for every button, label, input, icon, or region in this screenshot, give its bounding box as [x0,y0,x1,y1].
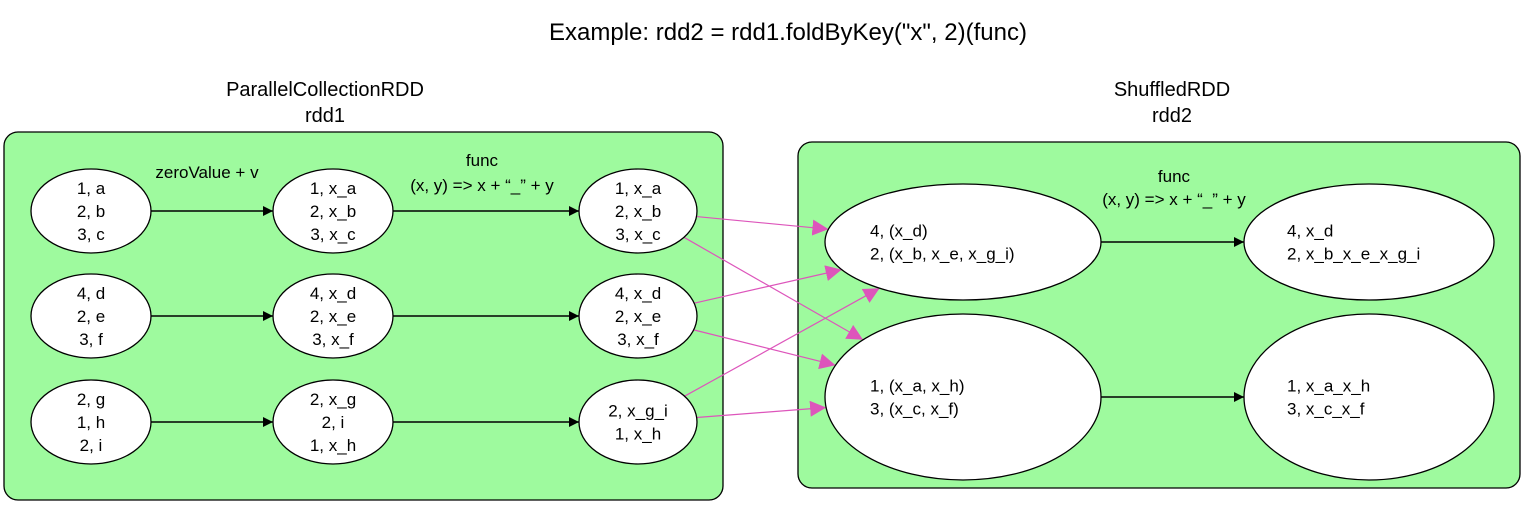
partition-node-result-p1: 1, x_a_x_h 3, x_c_x_f [1243,313,1495,481]
partition-line: 2, x_e [615,307,661,326]
partition-line: 2, x_b_x_e_x_g_i [1287,245,1420,264]
partition-line: 3, x_c [310,225,356,244]
rdd1-type-label: ParallelCollectionRDD [226,79,424,101]
partition-line: 4, x_d [310,284,356,303]
diagram-title: Example: rdd2 = rdd1.foldByKey("x", 2)(f… [549,19,1027,46]
partition-node-folded-p2: 2, x_g_i 1, x_h [578,379,698,465]
partition-line: 3, f [79,330,103,349]
shuffle-edge-folded-p0-to-shuffled-p0 [696,215,829,236]
partition-line: 3, x_c [615,225,661,244]
shuffle-edge-folded-p1-to-shuffled-p1 [693,329,836,370]
partition-ellipse [30,168,152,254]
partition-line: 2, i [80,436,103,455]
partition-line: 2, x_b [615,202,661,221]
partition-line: 2, x_g [310,390,356,409]
partition-line: 1, x_h [310,436,356,455]
partition-ellipse [578,273,698,359]
shuffle-edge-folded-p2-to-shuffled-p0 [684,287,880,397]
fold-edge-label-lambda: (x, y) => x + “_” + y [410,176,554,195]
shuffle-edge-folded-p2-to-shuffled-p1 [696,400,827,419]
partition-line: 4, d [77,284,105,303]
partition-line: 2, i [322,413,345,432]
partition-line: 2, b [77,202,105,221]
rdd1-name-label: rdd1 [305,105,345,127]
partition-line: 2, x_e [310,307,356,326]
reduce-edge-label-func: func [1158,167,1191,186]
fold-edge-label-func: func [466,151,499,170]
partition-node-mapped-p0: 1, x_a 2, x_b 3, x_c [272,168,394,254]
partition-line: 3, x_f [617,330,659,349]
rdd2-name-label: rdd2 [1152,105,1192,127]
partition-node-mapped-p1: 4, x_d 2, x_e 3, x_f [272,273,394,359]
rdd2-type-label: ShuffledRDD [1114,79,1230,101]
partition-line: 4, (x_d) [870,222,928,241]
partition-ellipse [272,379,394,465]
partition-ellipse [272,168,394,254]
partition-ellipse [578,168,698,254]
shuffle-edge-folded-p1-to-shuffled-p0 [694,265,842,304]
partition-line: 1, a [77,179,106,198]
partition-ellipse [578,379,698,465]
partition-ellipse [30,379,152,465]
edges-layer [151,206,1244,427]
partition-line: 3, x_f [312,330,354,349]
partition-ellipse [30,273,152,359]
partition-line: 3, x_c_x_f [1287,400,1365,419]
partition-line: 1, (x_a, x_h) [870,377,965,396]
reduce-edge-label-lambda: (x, y) => x + “_” + y [1102,190,1246,209]
partition-line: 2, e [77,307,105,326]
partition-ellipse [1243,313,1495,481]
partition-node-folded-p1: 4, x_d 2, x_e 3, x_f [578,273,698,359]
partition-line: 2, x_g_i [608,402,668,421]
partition-line: 1, x_a [615,179,662,198]
partition-ellipse [1243,183,1495,301]
partition-line: 2, (x_b, x_e, x_g_i) [870,245,1015,264]
partition-line: 3, c [77,225,105,244]
partition-node-rdd1-p0: 1, a 2, b 3, c [30,168,152,254]
partition-node-mapped-p2: 2, x_g 2, i 1, x_h [272,379,394,465]
partition-node-folded-p0: 1, x_a 2, x_b 3, x_c [578,168,698,254]
partition-line: 2, x_b [310,202,356,221]
partition-ellipse [824,313,1102,481]
partition-ellipse [272,273,394,359]
partition-node-rdd1-p2: 2, g 1, h 2, i [30,379,152,465]
partition-node-rdd1-p1: 4, d 2, e 3, f [30,273,152,359]
partition-node-shuffled-p0: 4, (x_d) 2, (x_b, x_e, x_g_i) [824,183,1102,301]
partition-node-shuffled-p1: 1, (x_a, x_h) 3, (x_c, x_f) [824,313,1102,481]
partition-line: 2, g [77,390,105,409]
partition-line: 1, x_a_x_h [1287,377,1370,396]
shuffle-edge-folded-p0-to-shuffled-p1 [683,236,864,341]
nodes-layer: 1, a 2, b 3, c 4, d 2, e 3, f 2, g 1, h 2, i 1, x… [30,168,1495,481]
map-edge-label: zeroValue + v [155,163,259,182]
partition-ellipse [824,183,1102,301]
partition-line: 4, x_d [1287,222,1333,241]
partition-line: 4, x_d [615,284,661,303]
partition-line: 1, x_h [615,425,661,444]
partition-node-result-p0: 4, x_d 2, x_b_x_e_x_g_i [1243,183,1495,301]
partition-line: 1, h [77,413,105,432]
partition-line: 3, (x_c, x_f) [870,400,959,419]
partition-line: 1, x_a [310,179,357,198]
